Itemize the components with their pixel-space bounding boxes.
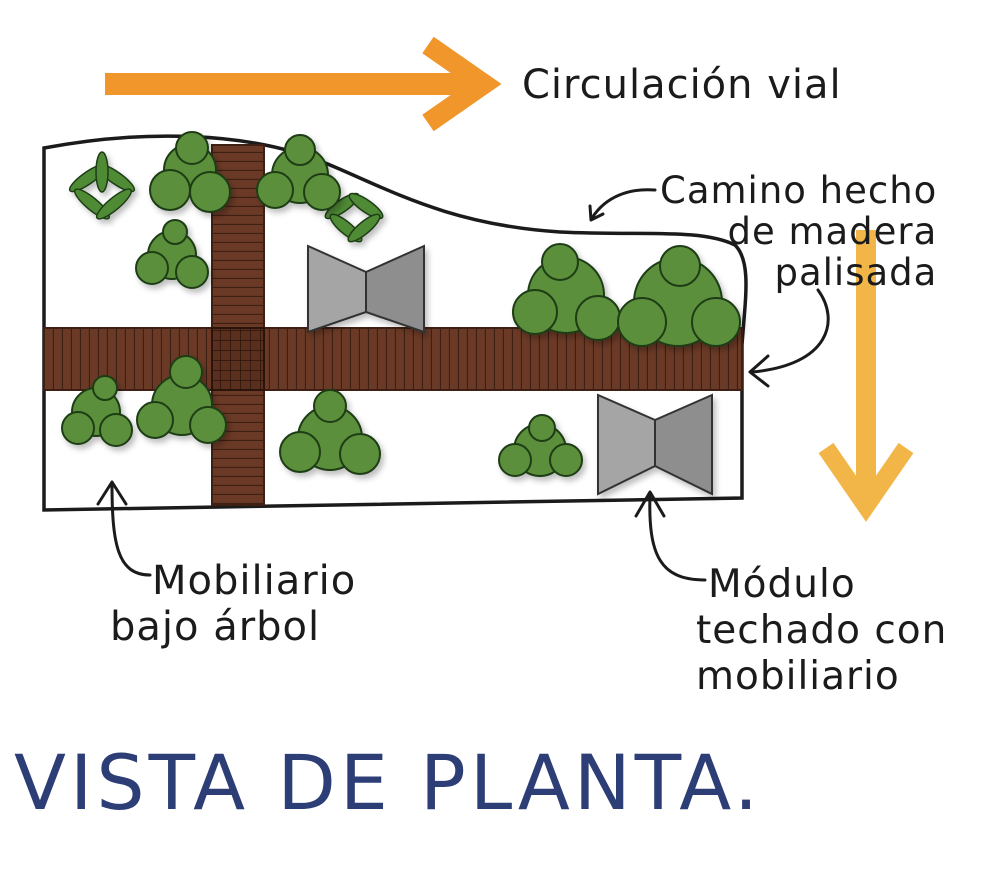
module-label-line3: mobiliario: [696, 654, 900, 699]
tree-icon: [617, 245, 741, 347]
tree-icon: [279, 389, 381, 475]
tree-icon: [512, 243, 621, 341]
palm-tree-icon: [68, 151, 136, 220]
tree-icon: [136, 355, 227, 444]
traffic-label: Circulación vial: [522, 62, 842, 108]
path-intersection: [211, 327, 265, 391]
module-label: Módulo techado con mobiliario: [696, 562, 947, 700]
module-label-pointer: [648, 492, 707, 582]
tree-icon: [61, 375, 133, 447]
wood-path-label-line2: de madera: [727, 210, 938, 253]
traffic-arrow-icon: [105, 36, 502, 132]
vertical-wood-path: [211, 144, 265, 506]
roofed-module-bottom: [597, 393, 713, 496]
palm-tree-icon: [324, 192, 384, 243]
pointer-head: [588, 204, 605, 222]
tree-canopies: [61, 131, 741, 477]
pointer-head: [96, 480, 128, 506]
furniture-label-pointer: [110, 482, 152, 577]
pointer-head: [748, 354, 770, 388]
path-label-pointer: [590, 188, 657, 220]
furniture-label-line1: Mobiliario: [152, 558, 357, 604]
wood-path-label-line1: Camino hecho: [660, 169, 938, 212]
path-label-pointer-2: [750, 288, 830, 374]
pointer-head: [634, 490, 666, 518]
wood-path-label-line3: palisada: [774, 251, 938, 294]
furniture-label-line2: bajo árbol: [110, 604, 321, 650]
wood-path-label: Camino hecho de madera palisada: [660, 170, 937, 293]
page-title: VISTA DE PLANTA.: [14, 738, 763, 827]
roofed-module-top: [307, 244, 425, 334]
tree-icon: [498, 414, 583, 477]
module-label-line2: techado con: [696, 608, 948, 653]
module-label-line1: Módulo: [708, 562, 856, 607]
tree-icon: [256, 134, 341, 211]
yellow-direction-arrow-icon: [818, 230, 914, 522]
furniture-label: Mobiliario bajo árbol: [110, 558, 356, 650]
tree-icon: [135, 219, 209, 289]
tree-icon: [149, 131, 231, 213]
